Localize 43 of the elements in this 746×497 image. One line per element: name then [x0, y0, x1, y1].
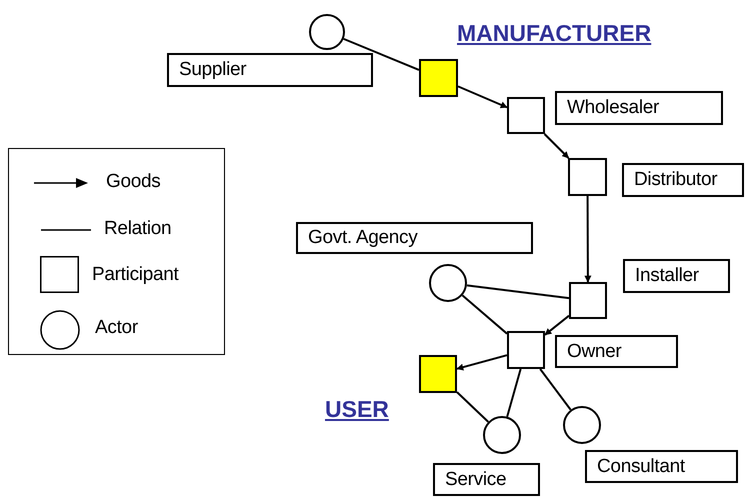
section-heading: MANUFACTURER — [457, 20, 652, 47]
participant-square — [507, 331, 545, 369]
label-box — [622, 163, 744, 197]
box-label: Consultant — [597, 456, 685, 478]
relation-line — [466, 284, 570, 300]
goods-arrow — [584, 196, 592, 283]
box-label: Govt. Agency — [308, 227, 418, 249]
participant-square — [507, 97, 545, 134]
legend-label: Relation — [104, 218, 172, 240]
box-label: Distributor — [634, 169, 718, 191]
participant-square — [419, 355, 457, 393]
goods-arrow — [544, 314, 570, 336]
goods-arrow — [458, 85, 508, 108]
box-label: Owner — [567, 340, 622, 362]
section-heading: USER — [325, 396, 389, 423]
box-label: Supplier — [179, 59, 246, 81]
box-label: Installer — [635, 265, 699, 287]
label-box — [623, 259, 730, 293]
goods-arrow — [456, 354, 508, 371]
label-box — [555, 91, 723, 125]
label-box — [296, 222, 533, 254]
relation-line — [456, 391, 489, 423]
box-label: Service — [445, 468, 506, 490]
actor-circle — [309, 14, 345, 50]
legend-label: Goods — [106, 171, 160, 193]
relation-line — [539, 368, 572, 410]
relation-line — [462, 294, 508, 334]
box-label: Wholesaler — [567, 97, 660, 119]
actor-circle — [563, 406, 601, 444]
relation-line — [343, 38, 420, 71]
label-box — [555, 335, 678, 368]
actor-circle — [483, 416, 521, 454]
goods-arrow — [544, 133, 570, 159]
label-box — [433, 463, 540, 496]
label-box — [585, 450, 738, 483]
label-box — [167, 53, 373, 87]
relation-line — [506, 368, 522, 417]
participant-square — [568, 158, 607, 196]
legend-label: Participant — [92, 264, 178, 286]
actor-circle — [429, 264, 467, 302]
participant-square — [419, 59, 458, 97]
participant-square — [569, 282, 607, 319]
legend-label: Actor — [95, 317, 138, 339]
